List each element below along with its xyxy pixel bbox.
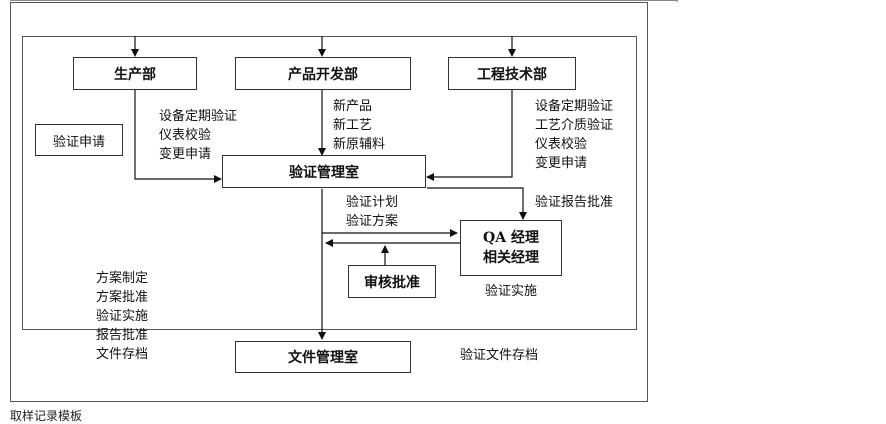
review-approval-label: 审核批准 <box>364 274 420 291</box>
production-label: 生产部 <box>114 66 156 83</box>
arrow-office-to-qa <box>427 187 527 220</box>
process-step: 方案批准 <box>96 290 149 305</box>
production-item: 仪表校验 <box>159 128 212 143</box>
engineering-item: 变更申请 <box>535 156 588 171</box>
process-step: 验证实施 <box>96 309 149 324</box>
engineering-label: 工程技术部 <box>477 66 547 83</box>
plan-item: 验证计划 <box>346 195 399 210</box>
process-step: 报告批准 <box>96 328 149 343</box>
engineering-box: 工程技术部 <box>448 57 576 90</box>
arrow-production-to-office <box>134 90 222 183</box>
doc-office-label: 文件管理室 <box>288 350 358 366</box>
plan-item: 验证方案 <box>346 214 399 229</box>
archive-label: 验证文件存档 <box>460 348 539 363</box>
production-item: 变更申请 <box>159 147 212 162</box>
dev-item: 新工艺 <box>333 118 373 133</box>
dev-item: 新原辅料 <box>333 137 386 152</box>
process-step: 文件存档 <box>96 347 149 362</box>
qa-line1: QA 经理 <box>483 230 539 246</box>
production-box: 生产部 <box>73 57 197 90</box>
doc-office-box: 文件管理室 <box>235 341 411 373</box>
validation-office-label: 验证管理室 <box>289 164 359 181</box>
review-approval-box: 审核批准 <box>348 265 436 298</box>
report-approval-label: 验证报告批准 <box>535 195 614 210</box>
dev-item: 新产品 <box>333 99 373 114</box>
engineering-item: 设备定期验证 <box>535 99 614 114</box>
implementation-label: 验证实施 <box>485 284 538 299</box>
qa-line2: 相关经理 <box>483 250 539 266</box>
diagram-inner-frame <box>22 36 637 330</box>
qa-manager-box: QA 经理 相关经理 <box>460 220 562 276</box>
production-item: 设备定期验证 <box>159 109 238 124</box>
dev-items: 新产品 新工艺 新原辅料 <box>333 97 385 154</box>
product-dev-box: 产品开发部 <box>235 57 411 90</box>
validation-request-box: 验证申请 <box>35 124 123 156</box>
process-step: 方案制定 <box>96 271 149 286</box>
plan-items: 验证计划 验证方案 <box>346 193 398 231</box>
arrow-engineering-to-office <box>426 90 513 181</box>
diagram-outer-frame <box>10 2 648 402</box>
validation-request-label: 验证申请 <box>52 134 105 150</box>
validation-office-box: 验证管理室 <box>222 155 426 188</box>
engineering-item: 仪表校验 <box>535 137 588 152</box>
engineering-item: 工艺介质验证 <box>535 118 614 133</box>
process-steps: 方案制定 方案批准 验证实施 报告批准 文件存档 <box>96 269 148 364</box>
figure-caption: 取样记录模板 <box>10 409 83 423</box>
production-items: 设备定期验证 仪表校验 变更申请 <box>159 107 237 164</box>
engineering-items: 设备定期验证 工艺介质验证 仪表校验 变更申请 <box>535 97 613 173</box>
top-rule <box>10 0 678 2</box>
product-dev-label: 产品开发部 <box>288 66 358 83</box>
